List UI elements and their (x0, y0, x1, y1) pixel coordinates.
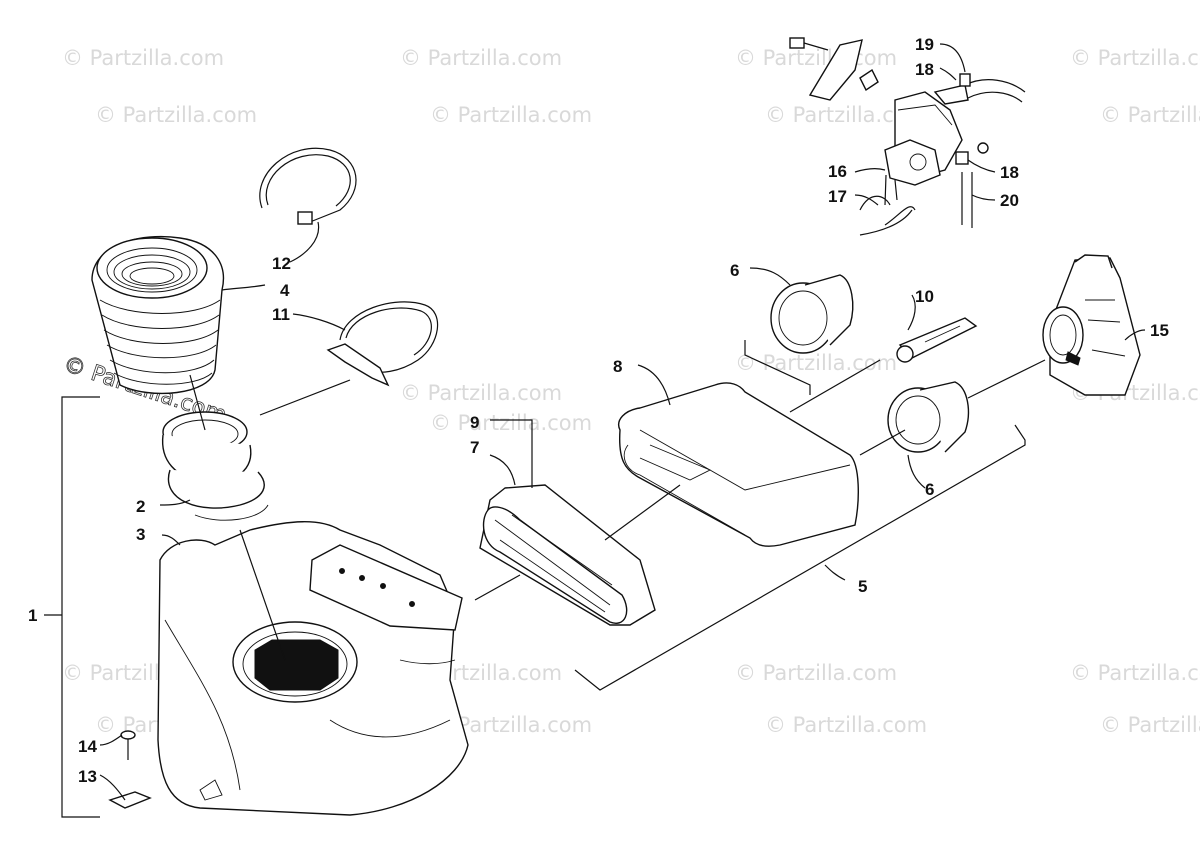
watermark: © Partzilla.com (1100, 713, 1200, 737)
callout-label: 17 (828, 187, 847, 206)
callout-label: 8 (613, 357, 622, 376)
watermark: © Partzilla.com (735, 351, 897, 375)
fastener-parts (108, 730, 152, 809)
callout-label: 2 (136, 497, 145, 516)
callout-label: 20 (1000, 191, 1019, 210)
bellows-boot-part (91, 235, 224, 395)
cap-part-upper (770, 274, 854, 354)
callout-label: 10 (915, 287, 934, 306)
callout-label: 5 (858, 577, 867, 596)
hose-clamp-part (326, 301, 439, 387)
silencer-box-part (618, 382, 859, 547)
callout-label: 13 (78, 767, 97, 786)
callout-label: 19 (915, 35, 934, 54)
watermark: © Partzilla.com (765, 713, 927, 737)
intake-adapter-part (161, 411, 269, 521)
watermark: © Partzilla.com (1100, 103, 1200, 127)
watermark: © Partzilla.com (735, 46, 897, 70)
callout-label: 11 (272, 305, 290, 324)
callout-label: 6 (730, 261, 739, 280)
watermark: © Partzilla.com (400, 381, 562, 405)
watermark: © Partzilla.com (735, 661, 897, 685)
watermark: © Partzilla.com (1070, 46, 1200, 70)
watermark: © Partzilla.com (430, 103, 592, 127)
callout-labels: 1 2 3 4 5 6 6 7 8 9 10 11 12 13 14 15 16… (28, 35, 1169, 786)
leader-lines (44, 43, 1146, 818)
strap-part (896, 317, 978, 363)
cap-part-lower (887, 381, 970, 453)
airbox-housing-part (157, 521, 469, 816)
band-clamp-part (259, 147, 357, 225)
callout-label: 16 (828, 162, 847, 181)
watermark: © Partzilla.com (400, 46, 562, 70)
callout-label: 3 (136, 525, 145, 544)
watermark: © Partzilla.com (95, 103, 257, 127)
fuel-pump-part (789, 37, 1026, 236)
callout-label: 14 (78, 737, 97, 756)
callout-label: 7 (470, 438, 479, 457)
callout-label: 1 (28, 606, 37, 625)
callout-label: 15 (1150, 321, 1169, 340)
carburetor-part (1042, 254, 1141, 396)
callout-label: 18 (1000, 163, 1019, 182)
callout-label: 12 (272, 254, 291, 273)
callout-label: 9 (470, 413, 479, 432)
watermark: © Partzilla.com (62, 46, 224, 70)
callout-label: 18 (915, 60, 934, 79)
air-filter-part (479, 484, 656, 626)
watermark: © Partzilla.com (430, 411, 592, 435)
watermark: © Partzilla.com (1070, 661, 1200, 685)
callout-label: 4 (280, 281, 290, 300)
callout-label: 6 (925, 480, 934, 499)
